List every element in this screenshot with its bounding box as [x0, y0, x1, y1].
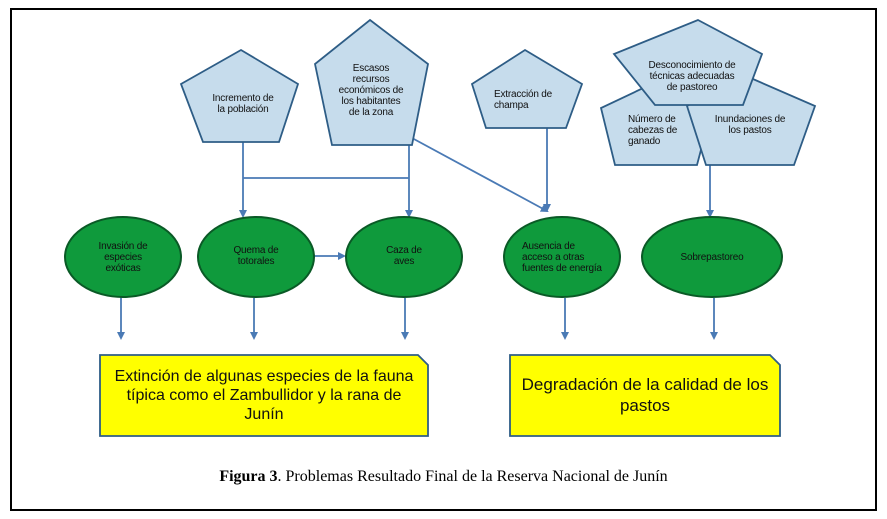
result-extincion-label: Extinción de algunas especies de la faun… — [114, 367, 414, 423]
problem-sobrepastoreo-label: Sobrepastoreo — [680, 251, 744, 263]
problem-quema-shape — [197, 216, 315, 298]
cause-escasos-shape — [314, 18, 429, 146]
problem-quema-label: Quema de totorales — [233, 245, 279, 267]
problem-caza-shape — [345, 216, 463, 298]
cause-incremento-shape — [179, 48, 300, 143]
result-degradacion-shape — [509, 354, 781, 437]
cause-escasos-label: Escasos recursos económicos de los habit… — [338, 62, 404, 118]
cause-desconocimiento-shape — [612, 19, 764, 106]
cause-incremento-label: Incremento de la población — [212, 93, 274, 115]
cause-inundaciones-label: Inundaciones de los pastos — [714, 114, 786, 136]
problem-invasion-shape — [64, 216, 182, 298]
cause-desconocimiento-label: Desconocimiento de técnicas adecuadas de… — [648, 59, 736, 93]
arrow-escasos-ausencia — [411, 137, 549, 212]
problem-sobrepastoreo-shape — [641, 216, 783, 298]
problem-ausencia-shape — [503, 216, 621, 298]
result-extincion-shape — [99, 354, 429, 437]
problem-caza-label: Caza de aves — [386, 245, 422, 267]
cause-extraccion-label: Extracción de champa — [494, 89, 552, 111]
cause-extraccion-shape — [470, 48, 584, 129]
figure-caption: Figura 3. Problemas Resultado Final de l… — [0, 468, 887, 486]
problem-ausencia-label: Ausencia de acceso a otras fuentes de en… — [522, 240, 602, 274]
caption-text: . Problemas Resultado Final de la Reserv… — [277, 468, 668, 485]
result-degradacion-label: Degradación de la calidad de los pastos — [521, 375, 769, 415]
caption-label: Figura 3 — [219, 468, 278, 485]
problem-invasion-label: Invasión de especies exóticas — [98, 240, 148, 274]
cause-numero-label: Número de cabezas de ganado — [628, 113, 678, 147]
